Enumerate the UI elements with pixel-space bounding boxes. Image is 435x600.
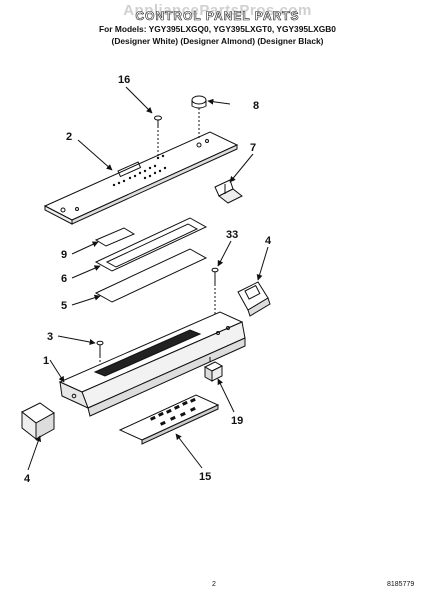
end-cap-right-part xyxy=(237,281,271,317)
page-number: 2 xyxy=(212,581,216,588)
callout-5: 5 xyxy=(61,300,67,312)
model-list: For Models: YGY395LXGQ0, YGY395LXGT0, YG… xyxy=(99,24,336,34)
design-variants: (Designer White) (Designer Almond) (Desi… xyxy=(111,36,324,46)
circuit-board-part xyxy=(118,394,220,445)
callout-4-right: 4 xyxy=(265,235,272,247)
gasket-part xyxy=(94,217,208,272)
console-frame-part xyxy=(58,311,246,417)
bracket-part xyxy=(214,179,243,204)
control-panel-part xyxy=(43,131,239,225)
callout-3: 3 xyxy=(47,331,53,343)
insulator-part xyxy=(94,248,208,303)
callout-16: 16 xyxy=(118,74,130,86)
watermark: AppliancePartsPros.com xyxy=(123,2,312,19)
callout-8: 8 xyxy=(253,100,259,112)
callout-9: 9 xyxy=(61,249,67,261)
callout-15: 15 xyxy=(199,471,211,483)
callout-33: 33 xyxy=(226,229,238,241)
knob-part xyxy=(191,95,207,140)
screw-part-16 xyxy=(154,115,162,158)
callout-7: 7 xyxy=(250,142,256,154)
diagram-title: CONTROL PANEL PARTS xyxy=(135,9,300,24)
callout-6: 6 xyxy=(61,273,67,285)
document-number: 8185779 xyxy=(387,581,415,588)
callout-2: 2 xyxy=(66,131,72,143)
callout-4-left: 4 xyxy=(24,473,31,485)
switch-part xyxy=(203,357,224,382)
end-cap-left-part xyxy=(21,402,55,441)
callout-1: 1 xyxy=(43,355,49,367)
callout-19: 19 xyxy=(231,415,243,427)
leader-lines xyxy=(27,86,269,471)
overlay-part-9 xyxy=(94,227,136,247)
